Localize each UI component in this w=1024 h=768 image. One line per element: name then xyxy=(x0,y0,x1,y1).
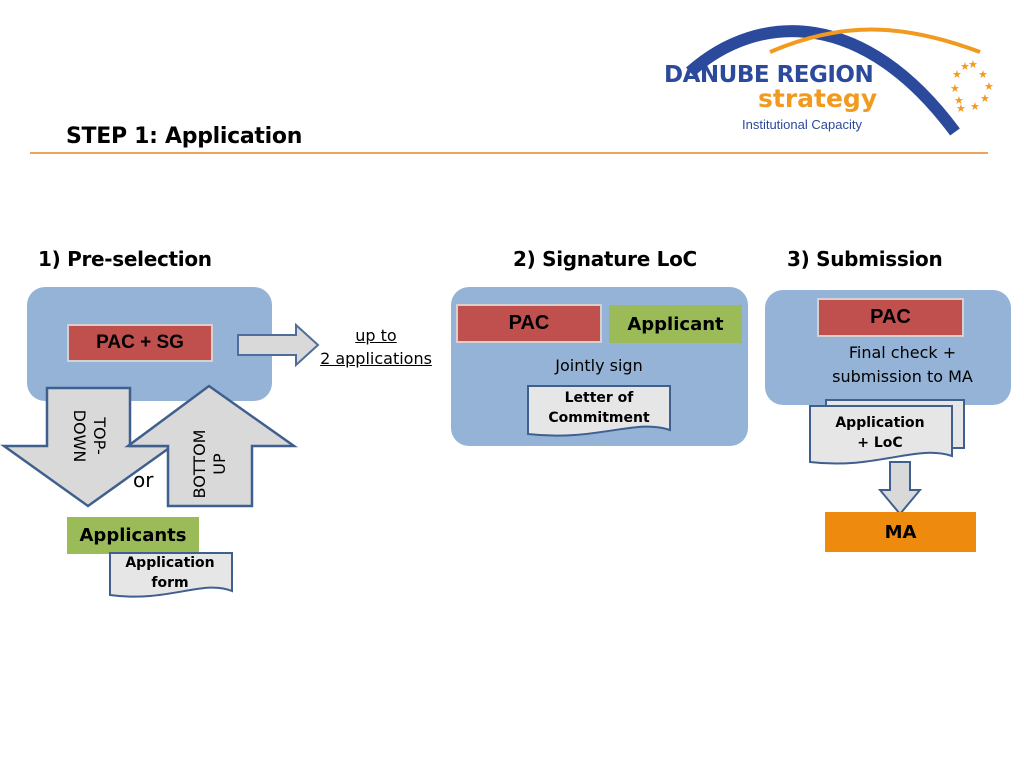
svg-text:★: ★ xyxy=(956,102,966,115)
topdown-line1: TOP- xyxy=(90,417,109,455)
signature-heading: 2) Signature LoC xyxy=(513,247,697,271)
right-arrow-icon xyxy=(237,323,320,367)
svg-text:★: ★ xyxy=(950,82,960,95)
down-arrow-icon xyxy=(0,386,176,508)
bottomup-label: BOTTOM UP xyxy=(190,424,234,504)
up-arrow-icon xyxy=(124,384,298,508)
logo-bridge-arc: ★★★ ★★★ ★★★ ★ xyxy=(686,25,994,136)
svg-text:★: ★ xyxy=(970,100,980,113)
application-loc-label: Application + LoC xyxy=(812,413,948,453)
down-arrow-to-ma-icon xyxy=(878,461,922,516)
pac-sg-box: PAC + SG xyxy=(67,324,213,362)
topdown-label: TOP- DOWN xyxy=(65,401,109,471)
svg-text:★: ★ xyxy=(952,68,962,81)
topdown-line2: DOWN xyxy=(70,409,89,463)
svg-text:★: ★ xyxy=(978,68,988,81)
svg-text:★: ★ xyxy=(968,58,978,71)
app-loc-line1: Application xyxy=(835,415,925,431)
app-loc-line2: + LoC xyxy=(857,435,903,451)
application-loc-doc-stack xyxy=(806,392,965,465)
letter-of-commitment-label: Letter of Commitment xyxy=(526,388,672,428)
bottomup-line1: BOTTOM xyxy=(190,429,209,499)
loc-line1: Letter of xyxy=(564,390,634,406)
signature-pac-box: PAC xyxy=(456,304,602,343)
logo-text-institutional: Institutional Capacity xyxy=(742,117,862,132)
final-check-line2: submission to MA xyxy=(832,367,973,386)
application-form-label: Application form xyxy=(108,553,232,593)
svg-text:★: ★ xyxy=(980,92,990,105)
form-line2: form xyxy=(151,575,189,591)
arrow-note-line2: 2 applications xyxy=(320,349,432,368)
applicants-box: Applicants xyxy=(67,517,199,554)
final-check-text: Final check + submission to MA xyxy=(800,341,1005,389)
preselection-heading: 1) Pre-selection xyxy=(38,247,212,271)
svg-text:★: ★ xyxy=(960,60,970,73)
ma-box: MA xyxy=(825,512,976,552)
jointly-sign-text: Jointly sign xyxy=(555,356,643,375)
title-divider xyxy=(30,152,988,154)
logo-text-strategy: strategy xyxy=(758,84,878,113)
loc-line2: Commitment xyxy=(548,410,650,426)
application-form-doc xyxy=(109,552,233,598)
submission-heading: 3) Submission xyxy=(787,247,943,271)
danube-logo: ★★★ ★★★ ★★★ ★ DANUBE REGION strategy Ins… xyxy=(650,12,1010,140)
final-check-line1: Final check + xyxy=(848,343,957,362)
logo-text-danube: DANUBE REGION xyxy=(664,62,874,88)
submission-pac-box: PAC xyxy=(817,298,964,337)
form-line1: Application xyxy=(125,555,215,571)
signature-applicant-box: Applicant xyxy=(609,305,742,343)
bottomup-line2: UP xyxy=(210,453,229,475)
arrow-note-line1: up to xyxy=(355,326,397,345)
svg-text:★: ★ xyxy=(984,80,994,93)
letter-of-commitment-doc xyxy=(527,385,671,437)
arrow-note: up to 2 applications xyxy=(316,324,436,370)
or-label: or xyxy=(133,468,154,492)
page-title: STEP 1: Application xyxy=(66,124,303,149)
svg-text:★: ★ xyxy=(954,94,964,107)
